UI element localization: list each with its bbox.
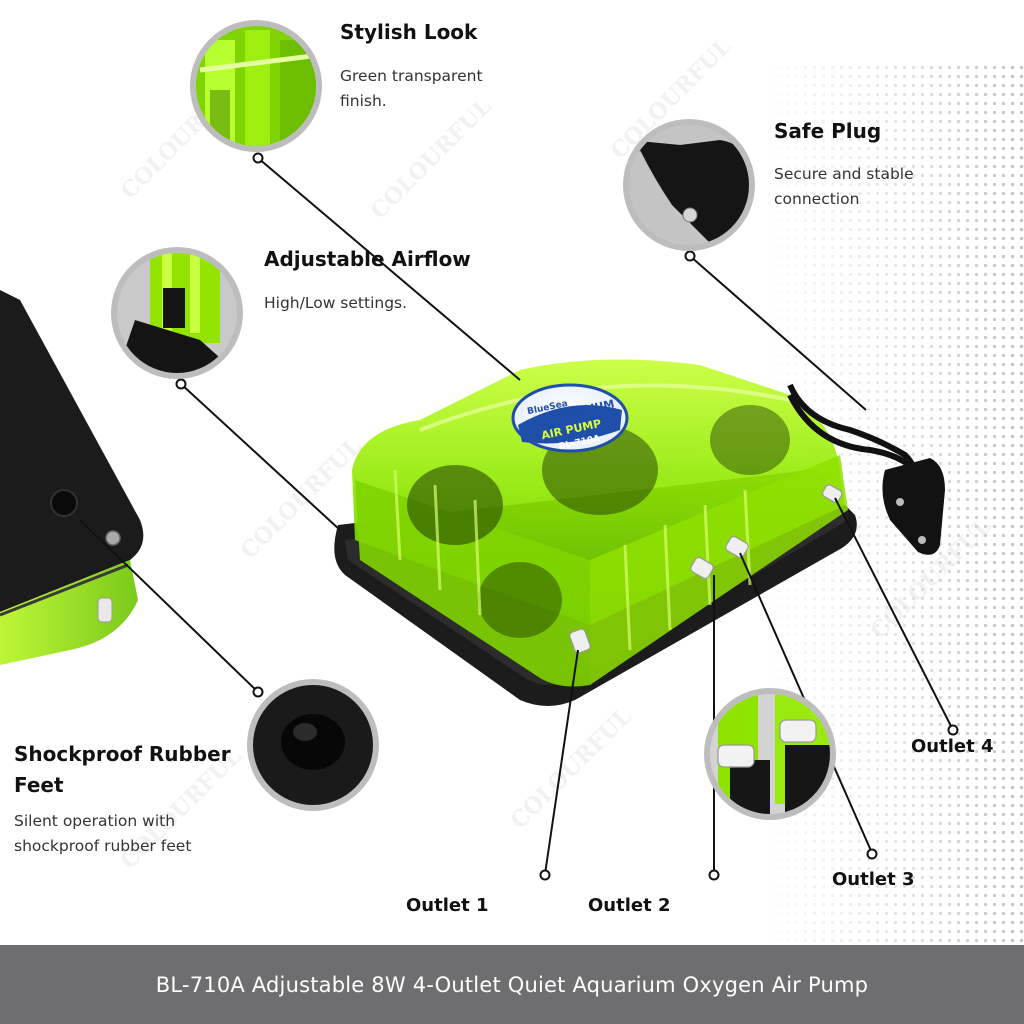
screw-icon [105, 530, 121, 546]
feature-desc-stylish-look-line1: Green transparent [340, 67, 483, 85]
outlet-2-label: Outlet 2 [588, 895, 671, 916]
footer-bar: BL-710A Adjustable 8W 4-Outlet Quiet Aqu… [0, 945, 1024, 1024]
callout-dots [175, 152, 959, 881]
rubber-foot-icon [50, 489, 78, 517]
feature-title-shockproof-feet-line1: Shockproof Rubber [14, 742, 231, 766]
zoom-circle-plug [623, 119, 755, 251]
power-cord [787, 383, 945, 555]
air-pump-main [334, 359, 857, 706]
zoom-circle-stylish [190, 20, 322, 152]
feature-title-safe-plug: Safe Plug [774, 119, 882, 143]
outlet-4-label: Outlet 4 [911, 736, 994, 757]
zoom-circle-feet [247, 679, 379, 811]
feature-desc-safe-plug-line2: connection [774, 190, 860, 208]
zoom-circle-airflow [111, 247, 243, 379]
watermark-text: COLOURFUL [506, 703, 637, 834]
feature-title-stylish-look: Stylish Look [340, 20, 478, 44]
zoom-circle-outlets [704, 688, 836, 820]
feature-desc-shockproof-feet-line1: Silent operation with [14, 812, 176, 830]
left-product-partial [0, 290, 144, 665]
feature-title-adjustable-airflow: Adjustable Airflow [264, 247, 471, 271]
outlet-1-label: Outlet 1 [406, 895, 489, 916]
outlet-3-label: Outlet 3 [832, 869, 915, 890]
feature-desc-safe-plug-line1: Secure and stable [774, 165, 914, 183]
feature-title-shockproof-feet-line2: Feet [14, 773, 64, 797]
feature-desc-adjustable-airflow: High/Low settings. [264, 294, 408, 312]
footer-title: BL-710A Adjustable 8W 4-Outlet Quiet Aqu… [155, 972, 869, 997]
feature-desc-stylish-look-line2: finish. [340, 92, 387, 110]
feature-desc-shockproof-feet-line2: shockproof rubber feet [14, 837, 192, 855]
plug-icon [882, 458, 945, 555]
